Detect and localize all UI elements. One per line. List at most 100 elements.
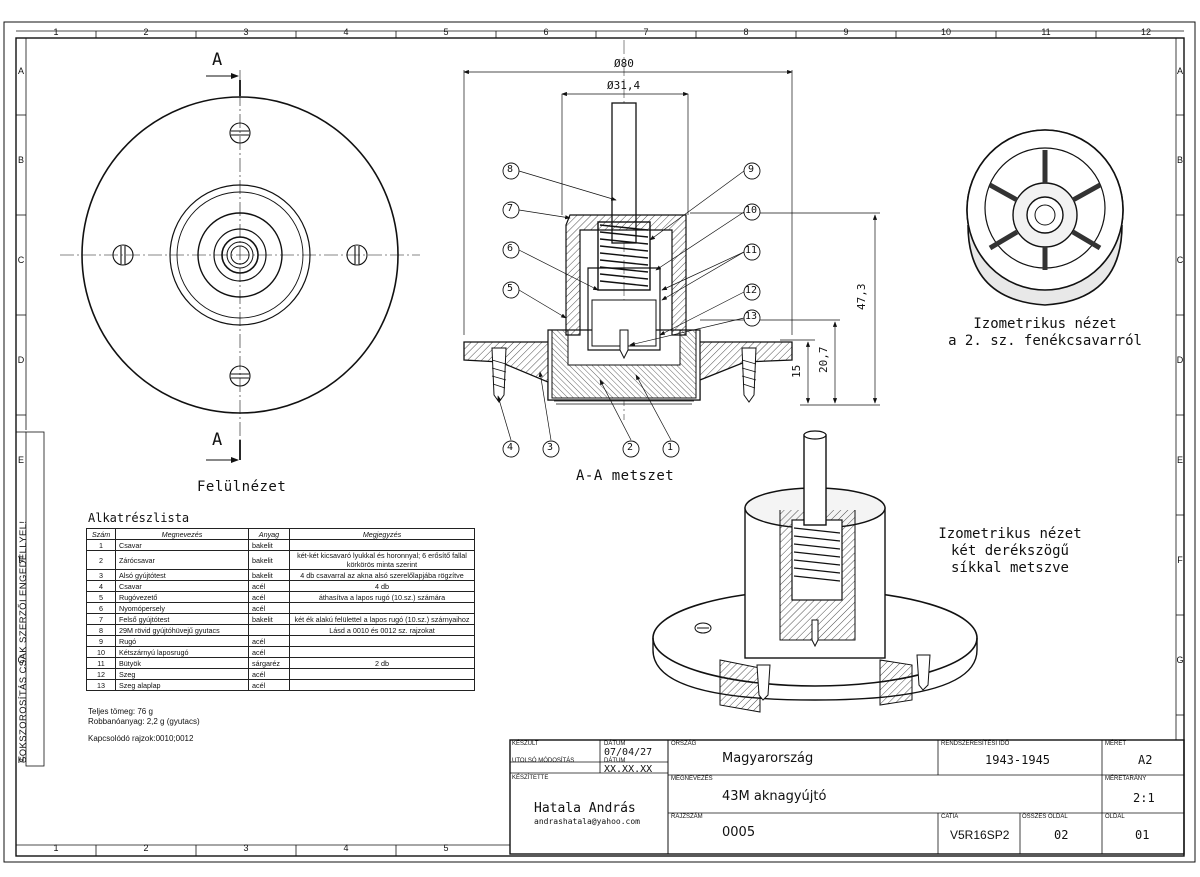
tb-keszitette-label: KÉSZÍTETTE bbox=[512, 775, 549, 781]
tb-meret-label: MÉRET bbox=[1105, 741, 1126, 747]
part-name: Csavar bbox=[115, 539, 249, 551]
part-note: 2 db bbox=[289, 657, 475, 669]
tb-utolso-datum-label: DÁTUM bbox=[604, 758, 626, 764]
iso-view-cutaway bbox=[652, 430, 978, 713]
part-name: Alsó gyújtótest bbox=[115, 569, 249, 581]
section-view bbox=[463, 40, 880, 458]
iso1-caption: Izometrikus nézet a 2. sz. fenékcsavarró… bbox=[940, 316, 1150, 350]
part-name: Csavar bbox=[115, 580, 249, 592]
part-note bbox=[289, 539, 475, 551]
tb-total-pages: 02 bbox=[1054, 828, 1069, 842]
zone-bottom-col-2: 2 bbox=[143, 843, 149, 853]
tb-rajzszam-label: RAJZSZÁM bbox=[671, 814, 703, 820]
part-note bbox=[289, 635, 475, 647]
part-material: acél bbox=[248, 591, 290, 603]
top-view bbox=[60, 70, 420, 463]
balloon-6: 6 bbox=[507, 243, 514, 254]
tb-osszes-label: ÖSSZES OLDAL bbox=[1022, 814, 1068, 820]
tb-oldal-label: OLDAL bbox=[1105, 814, 1125, 820]
part-name: Szeg bbox=[115, 668, 249, 680]
tb-country: Magyarország bbox=[722, 751, 814, 766]
part-name: 29M rövid gyújtóhüvejű gyutacs bbox=[115, 624, 249, 636]
zone-col-8: 8 bbox=[743, 27, 749, 37]
zone-bottom-col-5: 5 bbox=[443, 843, 449, 853]
zone-row-b: B bbox=[17, 155, 24, 165]
reproduction-notice: SOKSZOROSÍTÁS CSAK SZERZŐI ENGEDÉLLYEL! bbox=[18, 520, 29, 763]
part-name: Zárócsavar bbox=[115, 550, 249, 570]
part-material: acél bbox=[248, 679, 290, 691]
zone-row-a-right: A bbox=[1176, 66, 1183, 76]
top-view-title: Felülnézet bbox=[197, 479, 287, 495]
zone-row-c: C bbox=[17, 255, 25, 265]
part-note bbox=[289, 602, 475, 614]
part-number: 2 bbox=[86, 550, 116, 570]
dim-height-20: 20,7 bbox=[817, 346, 830, 374]
zone-row-d-right: D bbox=[1176, 355, 1184, 365]
tb-email: andrashatala@yahoo.com bbox=[534, 817, 640, 826]
balloon-8: 8 bbox=[507, 164, 514, 175]
part-material: acél bbox=[248, 635, 290, 647]
zone-row-a: A bbox=[17, 66, 24, 76]
balloon-11: 11 bbox=[745, 245, 758, 256]
tb-size: A2 bbox=[1138, 753, 1153, 767]
col-material-header: Anyag bbox=[248, 528, 290, 540]
zone-bottom-col-3: 3 bbox=[243, 843, 249, 853]
balloon-7: 7 bbox=[507, 203, 514, 214]
tb-name: 43M aknagyújtó bbox=[722, 789, 827, 804]
title-block-grid bbox=[509, 739, 1185, 855]
tb-drawing-number: 0005 bbox=[722, 825, 756, 840]
zone-col-10: 10 bbox=[940, 27, 951, 37]
balloon-4: 4 bbox=[507, 442, 514, 453]
balloon-3: 3 bbox=[547, 442, 554, 453]
parts-list-title: Alkatrészlista bbox=[88, 511, 190, 525]
dim-diameter-80: Ø80 bbox=[614, 57, 634, 70]
part-number: 1 bbox=[86, 539, 116, 551]
balloon-12: 12 bbox=[745, 285, 758, 296]
col-note-header: Megjegyzés bbox=[289, 528, 475, 540]
balloon-9: 9 bbox=[748, 164, 755, 175]
tb-catia-label: CATIA bbox=[941, 814, 959, 820]
drawing-frame bbox=[3, 21, 1196, 863]
tb-catia-version: V5R16SP2 bbox=[950, 828, 1010, 842]
tb-utolso-label: UTOLSÓ MÓDOSÍTÁS bbox=[512, 758, 575, 764]
section-marker-top: A bbox=[212, 50, 223, 70]
iso2-caption-line-3: síkkal metszve bbox=[950, 560, 1069, 576]
zone-col-9: 9 bbox=[843, 27, 849, 37]
iso2-caption-line-2: két derékszögű bbox=[950, 543, 1069, 559]
part-number: 9 bbox=[86, 635, 116, 647]
part-note: Lásd a 0010 és 0012 sz. rajzokat bbox=[289, 624, 475, 636]
part-note bbox=[289, 646, 475, 658]
zone-row-g-right: G bbox=[1176, 655, 1184, 665]
tb-datum-label: DÁTUM bbox=[604, 741, 626, 747]
zone-col-11: 11 bbox=[1041, 27, 1051, 37]
zone-bottom-col-4: 4 bbox=[343, 843, 349, 853]
dim-diameter-31: Ø31,4 bbox=[607, 79, 641, 92]
zone-row-b-right: B bbox=[1176, 155, 1183, 165]
part-name: Kétszárnyú laposrugó bbox=[115, 646, 249, 658]
note-explosive: Robbanóanyag: 2,2 g (gyutacs) bbox=[88, 717, 200, 726]
tb-meretarany-label: MÉRETARÁNY bbox=[1105, 776, 1147, 782]
tb-rendszer-label: RENDSZERESÍTÉSI IDŐ bbox=[941, 741, 1010, 747]
zone-col-12: 12 bbox=[1140, 27, 1151, 37]
iso1-caption-line-1: Izometrikus nézet bbox=[973, 316, 1117, 332]
iso1-caption-line-2: a 2. sz. fenékcsavarról bbox=[948, 333, 1142, 349]
part-material: bakelit bbox=[248, 569, 290, 581]
note-related-drawings: Kapcsolódó rajzok:0010;0012 bbox=[88, 734, 194, 743]
col-name-header: Megnevezés bbox=[115, 528, 249, 540]
tb-page: 01 bbox=[1135, 828, 1150, 842]
part-material: acél bbox=[248, 668, 290, 680]
zone-row-e-right: E bbox=[1176, 455, 1183, 465]
part-material bbox=[248, 624, 290, 636]
